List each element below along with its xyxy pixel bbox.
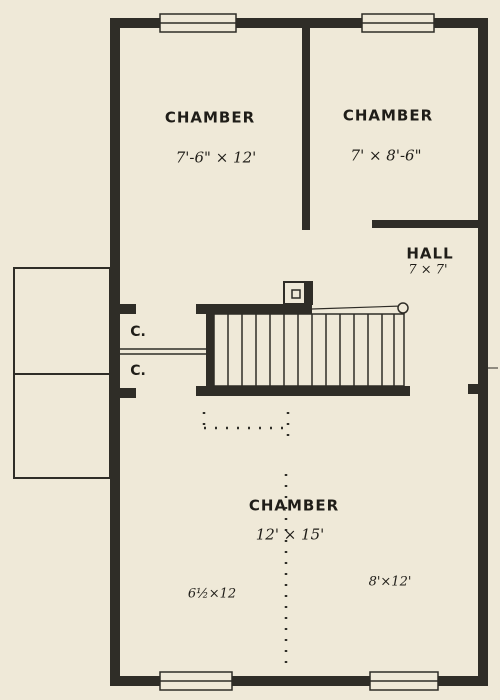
sub-dimension-left: 6½×12	[187, 586, 237, 602]
room-dimensions-chamber-top-right: 7' × 8'-6"	[350, 146, 422, 165]
wall-between-chambers	[302, 28, 310, 230]
stair-bottom-wall	[196, 386, 410, 396]
window-bottom-left	[159, 671, 233, 691]
closet-label-upper: C.	[130, 324, 146, 340]
stair-treads	[227, 314, 395, 386]
dotted-partitions	[202, 412, 290, 672]
wall-closet-stub-top	[120, 304, 136, 314]
closet-label-lower: C.	[130, 363, 146, 379]
newel-post	[397, 302, 409, 314]
chimney	[283, 281, 313, 305]
room-dimensions-chamber-main: 12' × 15'	[255, 525, 325, 544]
window-top-right	[361, 13, 435, 33]
closet-divider	[120, 348, 206, 355]
window-top-left	[159, 13, 237, 33]
wall-bottom	[110, 676, 488, 686]
stair-handrail	[311, 305, 403, 310]
stair-top-wall	[196, 304, 312, 314]
sub-dimension-right: 8'×12'	[368, 574, 412, 590]
room-dimensions-hall: 7 × 7'	[408, 262, 448, 278]
wall-right	[478, 18, 488, 686]
room-label-chamber-main: CHAMBER	[248, 496, 340, 515]
porch	[13, 267, 111, 479]
room-label-chamber-top-left: CHAMBER	[164, 108, 256, 127]
wall-left	[110, 18, 120, 686]
stair-left-post	[206, 314, 214, 386]
room-label-hall: HALL	[406, 244, 454, 263]
room-dimensions-chamber-top-left: 7'-6" × 12'	[175, 148, 257, 167]
staircase	[196, 302, 410, 396]
wall-right-stub	[468, 384, 478, 394]
exterior-walls	[110, 18, 488, 686]
wall-hall-top	[372, 220, 478, 228]
interior-walls	[120, 28, 478, 398]
window-bottom-right	[369, 671, 439, 691]
wall-closet-stub-bottom	[120, 388, 136, 398]
stair-outline	[213, 313, 405, 387]
wall-top	[110, 18, 488, 28]
room-label-chamber-top-right: CHAMBER	[342, 106, 434, 125]
